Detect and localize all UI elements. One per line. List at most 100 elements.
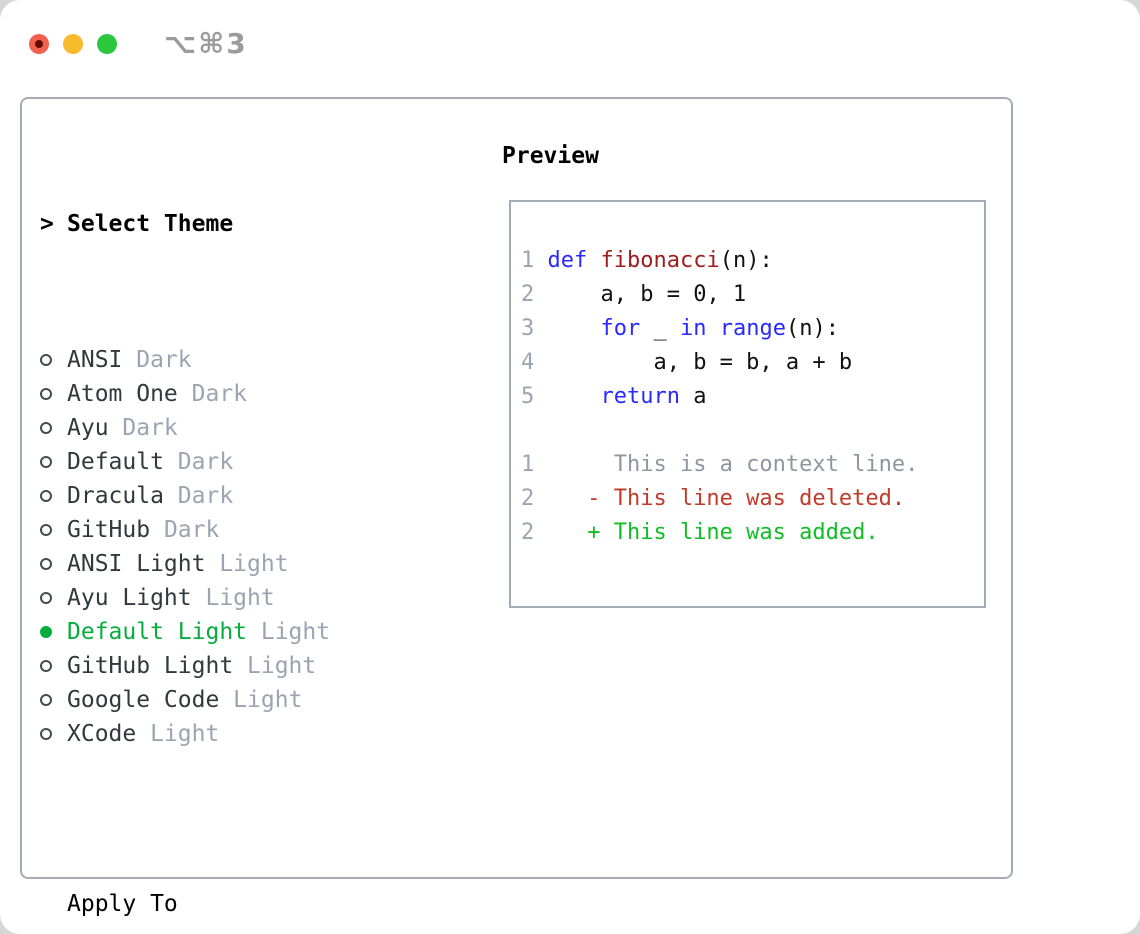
code-segment-num: 3 <box>521 316 548 341</box>
radio-unselected-icon <box>40 660 52 672</box>
preview-code-line: 3 for _ in range(n): <box>521 312 984 346</box>
theme-name: ANSI <box>67 347 123 373</box>
theme-name: GitHub Light <box>67 653 234 679</box>
apply-to-title: Apply To <box>67 891 178 917</box>
preview-code-line: 5 return a <box>521 380 984 414</box>
code-segment-num: 1 <box>521 452 535 477</box>
code-segment-num: 4 <box>521 350 548 375</box>
code-segment-txt: _ <box>640 316 680 341</box>
variant-badge: Dark <box>108 415 178 441</box>
code-segment-num: 2 <box>521 282 548 307</box>
code-segment-kw: return <box>600 384 680 409</box>
radio-unselected-icon <box>40 558 52 570</box>
variant-badge: Dark <box>177 381 248 407</box>
code-segment-txt: a <box>679 384 707 409</box>
theme-name: Default <box>67 449 164 475</box>
code-segment-txt: (n): <box>719 248 773 273</box>
code-segment-kw: def <box>547 248 588 273</box>
radio-unselected-icon <box>40 524 52 536</box>
preview-code-line: 4 a, b = b, a + b <box>521 346 984 380</box>
theme-option-ayu-light[interactable]: Ayu Light Light <box>40 581 502 615</box>
theme-option-atom-one[interactable]: Atom One Dark <box>40 377 502 411</box>
code-segment-txt: a, b = 0, 1 <box>547 282 747 307</box>
code-segment-ctx: This is a context line. <box>534 452 919 477</box>
window-titlebar: ⌥⌘3 <box>29 27 248 60</box>
code-segment-num: 2 <box>521 486 535 511</box>
code-segment-num: 2 <box>521 520 535 545</box>
theme-option-ayu[interactable]: Ayu Dark <box>40 411 502 445</box>
theme-name: Ayu <box>67 415 109 441</box>
select-theme-header: > Select Theme <box>40 207 502 241</box>
variant-badge: Light <box>136 721 220 747</box>
theme-option-dracula[interactable]: Dracula Dark <box>40 479 502 513</box>
code-segment-txt <box>548 316 601 341</box>
keyboard-shortcut-label: ⌥⌘3 <box>164 27 248 60</box>
theme-option-ansi[interactable]: ANSI Dark <box>40 343 502 377</box>
code-segment-txt: (n): <box>785 316 839 341</box>
preview-title: Preview <box>502 143 599 169</box>
preview-column: Preview 1 def fibonacci(n):2 a, b = 0, 1… <box>502 139 1011 877</box>
theme-option-github-light[interactable]: GitHub Light Light <box>40 649 502 683</box>
preview-code-line: 2 - This line was deleted. <box>521 482 984 516</box>
traffic-lights <box>29 33 131 54</box>
theme-option-default[interactable]: Default Dark <box>40 445 502 479</box>
theme-name: GitHub <box>67 517 151 543</box>
code-segment-fn: fibonacci <box>600 248 720 273</box>
theme-option-xcode[interactable]: XCode Light <box>40 717 502 751</box>
theme-option-ansi-light[interactable]: ANSI Light Light <box>40 547 502 581</box>
variant-badge: Light <box>205 551 289 577</box>
preview-code-line: 1 This is a context line. <box>521 448 984 482</box>
radio-unselected-icon <box>40 422 52 434</box>
theme-name: Atom One <box>67 381 178 407</box>
variant-badge: Light <box>191 585 275 611</box>
variant-badge: Light <box>219 687 303 713</box>
radio-unselected-icon <box>40 354 52 366</box>
prompt-caret: > <box>40 211 54 237</box>
variant-badge: Dark <box>163 483 234 509</box>
code-segment-add: + This line was added. <box>534 520 879 545</box>
recording-dot-icon <box>35 39 43 48</box>
radio-selected-icon <box>40 626 52 638</box>
code-segment-txt <box>706 316 719 341</box>
variant-badge: Light <box>247 619 331 645</box>
code-segment-del: - This line was deleted. <box>534 486 906 511</box>
theme-name: Default Light <box>67 619 248 645</box>
theme-option-default-light[interactable]: Default Light Light <box>40 615 502 649</box>
preview-code-line: 2 a, b = 0, 1 <box>521 278 984 312</box>
select-theme-title: Select Theme <box>67 211 234 237</box>
code-segment-txt <box>548 384 601 409</box>
radio-unselected-icon <box>40 388 52 400</box>
code-segment-txt <box>587 248 600 273</box>
code-segment-txt: a, b = b, a + b <box>547 350 853 375</box>
radio-unselected-icon <box>40 728 52 740</box>
code-segment-kw: for <box>600 316 641 341</box>
code-segment-num: 1 <box>521 248 548 273</box>
variant-badge: Dark <box>163 449 234 475</box>
theme-name: Dracula <box>67 483 164 509</box>
variant-badge: Dark <box>150 517 220 543</box>
code-segment-kw: range <box>719 316 786 341</box>
minimize-window-button-icon[interactable] <box>63 33 83 54</box>
theme-name: ANSI Light <box>67 551 206 577</box>
theme-name: Google Code <box>67 687 220 713</box>
zoom-window-button-icon[interactable] <box>97 33 117 54</box>
apply-to-header: Apply To <box>40 887 502 921</box>
radio-unselected-icon <box>40 456 52 468</box>
radio-unselected-icon <box>40 592 52 604</box>
variant-badge: Dark <box>122 347 192 373</box>
close-window-button-icon[interactable] <box>29 33 49 54</box>
radio-unselected-icon <box>40 490 52 502</box>
preview-code-line: 1 def fibonacci(n): <box>521 244 984 278</box>
variant-badge: Light <box>233 653 317 679</box>
theme-name: XCode <box>67 721 137 747</box>
preview-code-line: 2 + This line was added. <box>521 516 984 550</box>
radio-unselected-icon <box>40 694 52 706</box>
code-segment-num: 5 <box>521 384 548 409</box>
theme-option-github[interactable]: GitHub Dark <box>40 513 502 547</box>
theme-option-google-code[interactable]: Google Code Light <box>40 683 502 717</box>
